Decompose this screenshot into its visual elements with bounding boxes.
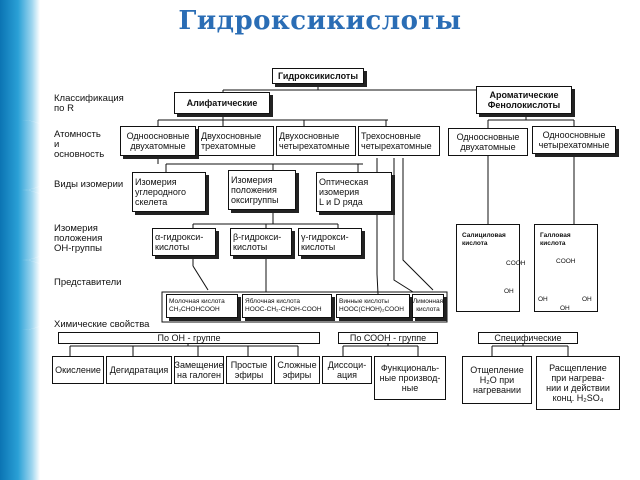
node-mono-diatomic: Одноосновные двухатомные (120, 126, 196, 156)
row-label-chemical: Химические свойства (54, 319, 150, 330)
decorative-side-band (0, 0, 63, 480)
node-water-elimination: Отщепление H₂O при нагревании (462, 356, 532, 404)
node-aromatic: Ароматические Фенолокислоты (476, 86, 572, 114)
gallic-oh-right-label: OH (582, 296, 592, 303)
node-oxidation: Окисление (52, 356, 104, 384)
node-dehydration: Дегидратация (106, 356, 172, 384)
slide-title: Гидроксикислоты (178, 6, 462, 36)
salicylic-oh-label: OH (504, 288, 514, 295)
node-di-tetraatomic: Двухосновные четырехатомные (276, 126, 356, 156)
salicylic-cooh-label: COOH (506, 260, 526, 267)
node-dissociation: Диссоци- ация (322, 356, 372, 384)
node-iso-position: Изомерия положения оксигруппы (228, 170, 296, 210)
node-malic-acid: Яблочная кислота HOOC-CH₂-CHOH-COOH (242, 294, 332, 318)
node-hydroxy-acids: Гидроксикислоты (272, 68, 364, 84)
node-ar-mono-tetraatomic: Одноосновные четырехатомные (532, 126, 616, 154)
row-label-atomicity: Атомность и основность (54, 129, 105, 160)
node-citric-acid: Лимонная кислота (412, 294, 444, 318)
row-label-representatives: Представители (54, 277, 122, 288)
node-by-cooh-group: По СООН - группе (338, 332, 438, 344)
node-salicylic-acid-box (456, 224, 520, 312)
gallic-acid-label: Галловая кислота (540, 232, 571, 247)
node-tartaric-acid: Винные кислоты HOOC(CHOH)₂COOH (336, 294, 410, 318)
row-label-classification: Классификация по R (54, 93, 124, 114)
gallic-oh-mid-label: OH (560, 305, 570, 312)
row-label-oh-isomerism: Изомерия положения ОН-группы (54, 223, 103, 254)
classification-diagram: Классификация по R Атомность и основност… (48, 60, 632, 420)
node-di-triatomic: Двухосновные трехатомные (198, 126, 274, 156)
node-tri-tetraatomic: Трехосновные четырехатомные (358, 126, 440, 156)
node-iso-skeleton: Изомерия углеродного скелета (132, 172, 206, 212)
node-beta: β-гидрокси- кислоты (230, 228, 292, 256)
node-iso-optical: Оптическая изомерия L и D ряда (316, 172, 392, 212)
diagram-connectors (69, 84, 585, 356)
node-aliphatic: Алифатические (174, 92, 270, 114)
node-gamma: γ-гидрокси- кислоты (298, 228, 362, 256)
node-functional-derivatives: Функциональ- ные производ- ные (374, 356, 446, 400)
node-lactic-acid: Молочная кислота CH₃CHOHCOOH (166, 294, 238, 318)
node-by-oh-group: По ОН - группе (58, 332, 320, 344)
node-gallic-acid-box (534, 224, 598, 312)
node-simple-ethers: Простые эфиры (226, 356, 272, 384)
node-halogen-substitution: Замещение на галоген (174, 356, 224, 384)
row-label-isomerism: Виды изомерии (54, 179, 124, 190)
node-esters: Сложные эфиры (274, 356, 320, 384)
node-specific: Специфические (478, 332, 578, 344)
node-ar-mono-diatomic: Одноосновные двухатомные (448, 128, 528, 156)
gallic-cooh-label: COOH (556, 258, 576, 265)
node-cleavage: Расщепление при нагрева- нии и действии … (536, 356, 620, 410)
node-alpha: α-гидрокси- кислоты (152, 228, 216, 256)
salicylic-acid-label: Салициловая кислота (462, 232, 506, 247)
gallic-oh-left-label: OH (538, 296, 548, 303)
